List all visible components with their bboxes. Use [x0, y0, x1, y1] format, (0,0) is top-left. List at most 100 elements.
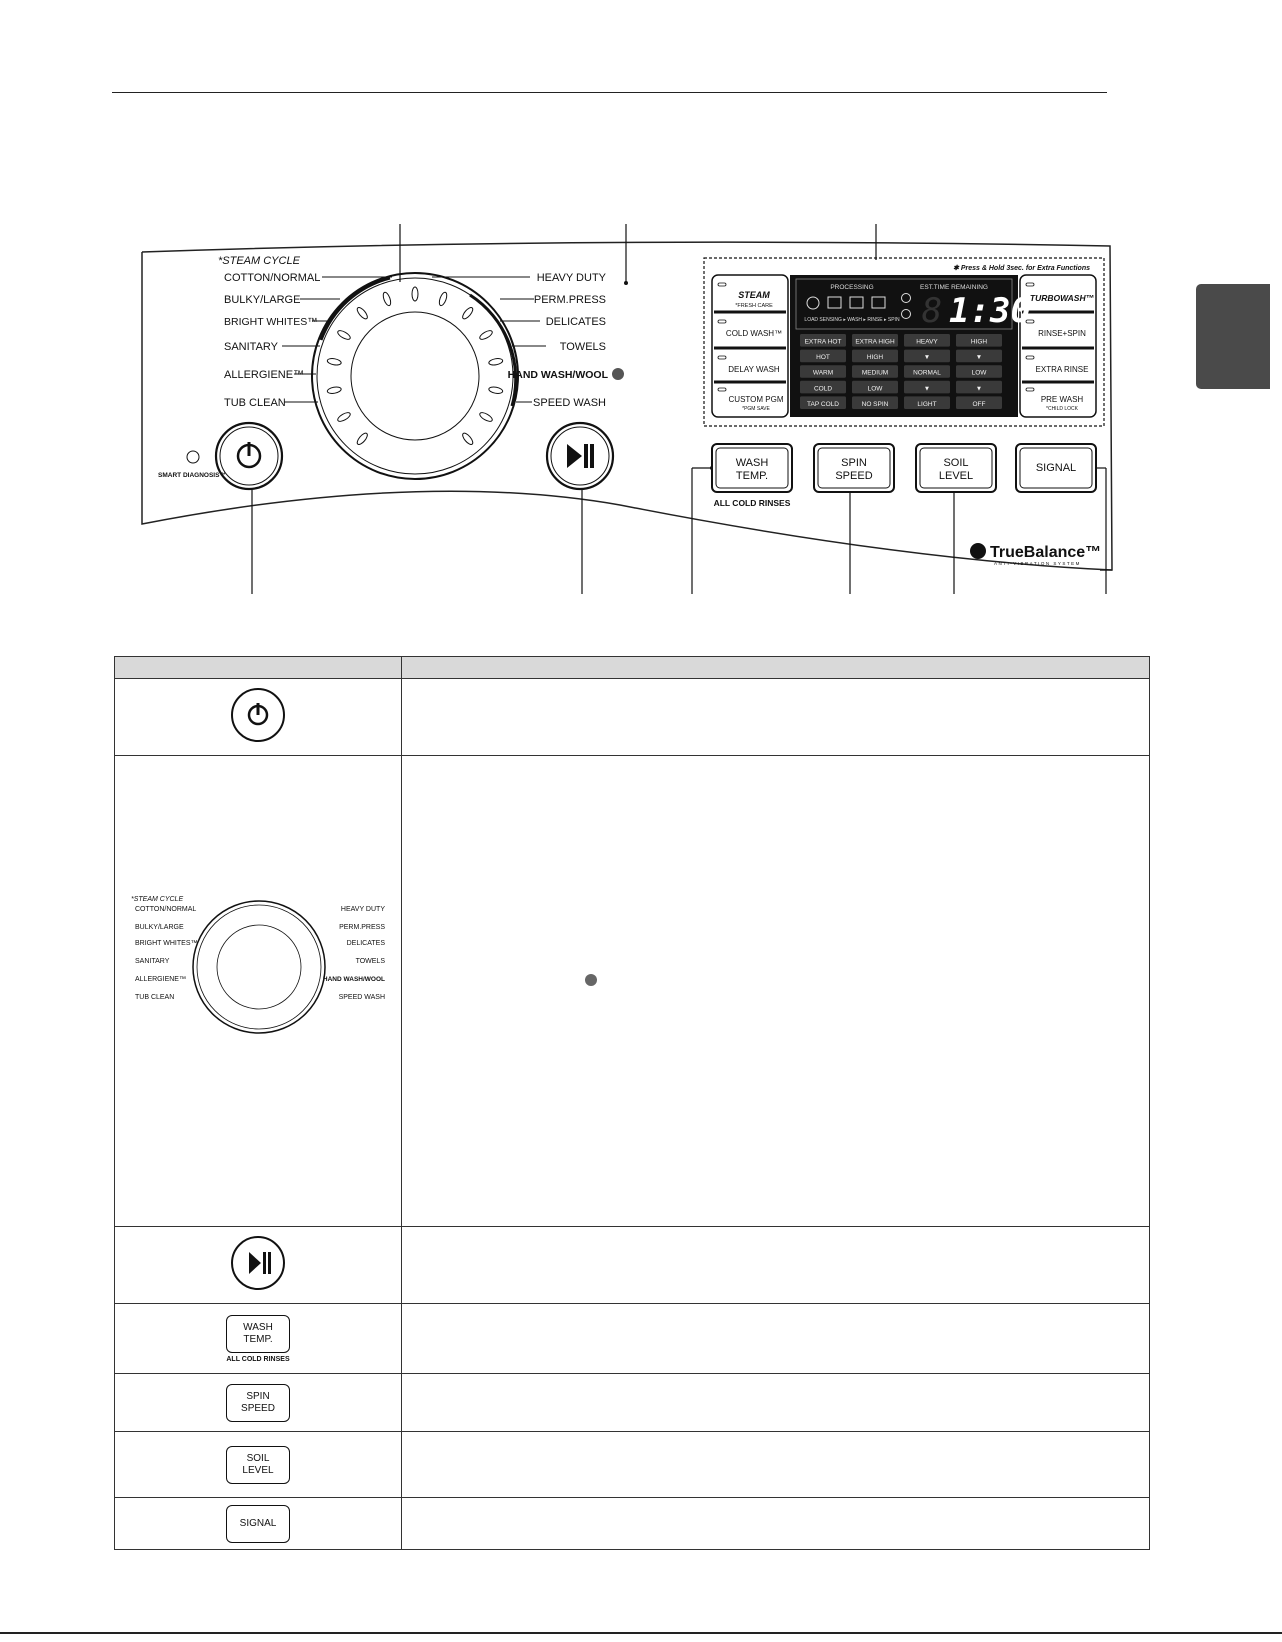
grid-cell-label: ▼	[924, 385, 930, 392]
table-header-col2	[401, 656, 1150, 679]
cycle-sanitary[interactable]: SANITARY	[224, 341, 279, 353]
grid-cell-label: LOW	[868, 385, 884, 392]
svg-text:LEVEL: LEVEL	[939, 470, 973, 482]
svg-text:COTTON/NORMAL: COTTON/NORMAL	[135, 906, 196, 913]
footer-rule	[0, 1632, 1282, 1634]
grid-cell-label: HEAVY	[916, 339, 938, 346]
brand-subtitle: ANTI-VIBRATION SYSTEM	[994, 561, 1081, 566]
cycle-hand-wash-wool[interactable]: HAND WASH/WOOL	[508, 369, 609, 381]
grid-cell	[956, 334, 1002, 347]
turbowash-button[interactable]: TURBOWASH™	[1030, 293, 1094, 303]
dial-tick	[326, 386, 342, 394]
table-row: *STEAM CYCLE COTTON/NORMAL BULKY/LARGE B…	[114, 755, 1150, 1227]
cycle-dial[interactable]	[311, 272, 519, 480]
grid-cell	[904, 365, 950, 378]
est-time-label: EST.TIME REMAINING	[920, 284, 988, 291]
dial-tick	[438, 291, 448, 307]
soil-level-button[interactable]: SOIL LEVEL	[915, 443, 997, 493]
start-pause-button[interactable]	[545, 421, 615, 491]
svg-text:DELICATES: DELICATES	[347, 940, 386, 947]
svg-text:SPIN: SPIN	[841, 457, 867, 469]
grid-cell-label: EXTRA HOT	[805, 339, 842, 346]
svg-text:PRE WASH: PRE WASH	[1041, 395, 1084, 404]
grid-cell-label: HIGH	[867, 354, 884, 361]
left-cycle-labels: COTTON/NORMAL BULKY/LARGE BRIGHT WHITES™…	[224, 272, 320, 409]
cycle-delicates[interactable]: DELICATES	[546, 316, 606, 328]
rinse-spin-button[interactable]: RINSE+SPIN	[1038, 329, 1086, 338]
svg-text:*STEAM CYCLE: *STEAM CYCLE	[131, 896, 183, 903]
svg-text:8: 8	[922, 291, 942, 331]
cycle-bulky-large[interactable]: BULKY/LARGE	[224, 294, 300, 306]
cycle-heavy-duty[interactable]: HEAVY DUTY	[537, 272, 607, 284]
dial-tick	[479, 412, 493, 422]
cycle-allergiene[interactable]: ALLERGIENE™	[224, 369, 304, 381]
wash-temp-button[interactable]: WASH TEMP.	[711, 443, 793, 493]
grid-cell	[852, 334, 898, 347]
cycle-cotton-normal[interactable]: COTTON/NORMAL	[224, 272, 320, 284]
cycle-perm-press[interactable]: PERM.PRESS	[534, 294, 606, 306]
power-icon	[231, 687, 285, 742]
cycle-bright-whites[interactable]: BRIGHT WHITES™	[224, 316, 318, 328]
grid-cell-label: WARM	[813, 370, 833, 377]
spin-speed-button[interactable]: SPIN SPEED	[813, 443, 895, 493]
grid-cell	[956, 380, 1002, 394]
truebalance-logo-icon	[970, 543, 986, 559]
dial-tick	[337, 330, 351, 340]
control-panel-table: *STEAM CYCLE COTTON/NORMAL BULKY/LARGE B…	[114, 656, 1150, 1550]
svg-text:*FRESH CARE: *FRESH CARE	[735, 303, 773, 309]
dial-tick	[411, 286, 419, 302]
grid-cell	[852, 349, 898, 363]
dial-tick	[479, 330, 493, 340]
pre-wash-button[interactable]: PRE WASH *CHILD LOCK	[1041, 395, 1084, 412]
delay-wash-button[interactable]: DELAY WASH	[728, 365, 780, 374]
grid-cell-label: ▼	[976, 385, 982, 392]
control-panel-diagram: *STEAM CYCLE COTTON/NORMAL BULKY/LARGE B…	[141, 224, 1113, 594]
svg-text:SOIL: SOIL	[943, 457, 968, 469]
dial-tick	[488, 386, 504, 394]
svg-text:HAND WASH/WOOL: HAND WASH/WOOL	[323, 976, 385, 983]
stage-labels: LOAD SENSING ▸ WASH ▸ RINSE ▸ SPIN	[804, 317, 900, 323]
right-cycle-labels: HEAVY DUTY PERM.PRESS DELICATES TOWELS H…	[508, 272, 609, 409]
grid-cell-label: EXTRA HIGH	[855, 339, 895, 346]
svg-text:STEAM: STEAM	[738, 290, 770, 300]
grid-cell-label: LIGHT	[917, 401, 936, 408]
all-cold-rinses-label: ALL COLD RINSES	[714, 498, 791, 508]
grid-cell	[800, 396, 846, 409]
signal-button[interactable]: SIGNAL	[1015, 443, 1097, 493]
svg-text:TOWELS: TOWELS	[356, 958, 386, 965]
grid-cell	[904, 334, 950, 347]
section-tab	[1196, 284, 1270, 389]
grid-cell	[852, 396, 898, 409]
svg-text:TUB CLEAN: TUB CLEAN	[135, 994, 174, 1001]
svg-text:HEAVY DUTY: HEAVY DUTY	[341, 906, 385, 913]
dial-tick	[356, 432, 368, 446]
panel-top-edge	[141, 241, 1113, 571]
cycle-tub-clean[interactable]: TUB CLEAN	[224, 397, 286, 409]
table-row	[114, 678, 1150, 756]
signal-icon: SIGNAL	[226, 1504, 290, 1543]
wool-icon	[612, 368, 624, 380]
dial-tick	[356, 306, 368, 320]
steam-button[interactable]: STEAM *FRESH CARE	[735, 290, 773, 309]
grid-cell	[904, 380, 950, 394]
custom-pgm-button[interactable]: CUSTOM PGM *PGM SAVE	[729, 395, 784, 412]
grid-cell	[852, 380, 898, 394]
svg-text:CUSTOM PGM: CUSTOM PGM	[729, 395, 784, 404]
grid-cell-label: ▼	[976, 354, 982, 361]
grid-cell-label: HOT	[816, 354, 830, 361]
svg-text:WASH: WASH	[736, 457, 769, 469]
cold-wash-button[interactable]: COLD WASH™	[726, 329, 782, 338]
svg-text:*CHILD LOCK: *CHILD LOCK	[1046, 406, 1079, 412]
cycle-speed-wash[interactable]: SPEED WASH	[533, 397, 606, 409]
time-remaining: 1:30	[949, 291, 1031, 331]
grid-cell-label: NORMAL	[913, 370, 941, 377]
power-button[interactable]	[214, 421, 284, 491]
grid-cell	[956, 349, 1002, 363]
extra-rinse-button[interactable]: EXTRA RINSE	[1036, 365, 1089, 374]
cycle-towels[interactable]: TOWELS	[560, 341, 606, 353]
grid-cell-label: LOW	[972, 370, 988, 377]
